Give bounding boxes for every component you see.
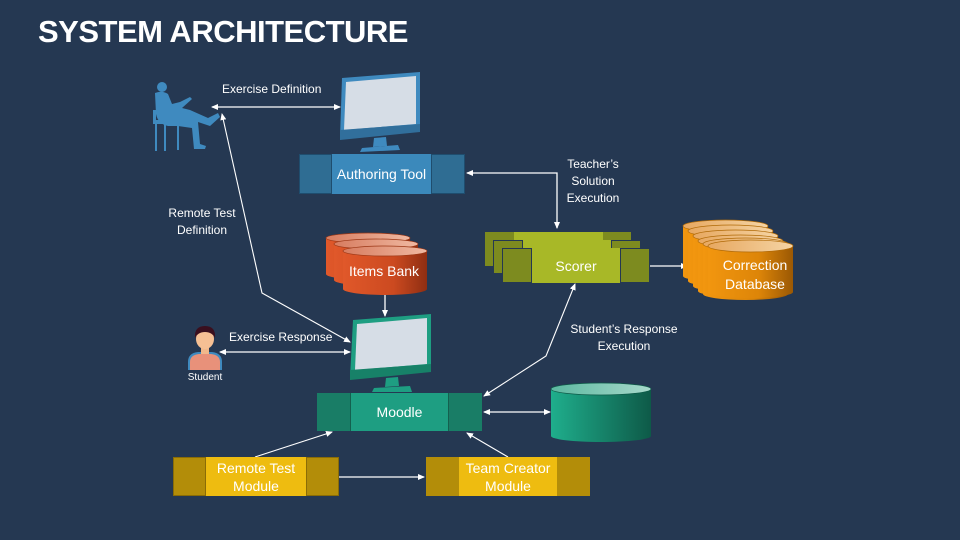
moodle-label: Moodle — [349, 393, 450, 431]
label-exercise-definition: Exercise Definition — [222, 82, 322, 96]
block-side-left — [317, 393, 350, 431]
label-line: Module — [485, 477, 531, 494]
page-title: SYSTEM ARCHITECTURE — [38, 14, 408, 49]
label-line: Correction — [722, 257, 788, 273]
items-bank-label: Items Bank — [348, 263, 420, 279]
block-side-left — [299, 154, 332, 194]
label-line: Database — [725, 276, 785, 292]
label-line: Solution — [571, 174, 615, 188]
label-line: Teacher’s — [567, 157, 619, 171]
team-creator-module-label: Team Creator Module — [459, 457, 557, 496]
block-side-right — [431, 154, 465, 194]
monitor-icon — [350, 314, 431, 392]
label-line: Definition — [176, 223, 228, 237]
arrow-students-response — [483, 283, 576, 397]
student-avatar-icon — [188, 326, 222, 370]
remote-test-module-block[interactable]: Remote Test Module — [173, 457, 339, 496]
label-line: Student’s Response — [570, 322, 678, 336]
remote-test-module-label: Remote Test Module — [206, 457, 306, 496]
label-line: Module — [233, 477, 279, 494]
block-side-left — [173, 457, 206, 496]
cylinder — [342, 245, 428, 295]
authoring-tool-block[interactable]: Authoring Tool — [299, 154, 465, 194]
label-line: Execution — [566, 191, 620, 205]
scorer-block[interactable]: Scorer — [502, 248, 650, 283]
items-bank-icon[interactable] — [323, 230, 431, 296]
scorer-label: Scorer — [532, 248, 620, 283]
seated-person-icon — [153, 82, 220, 151]
label-line: Remote Test — [168, 206, 236, 220]
block-side-right — [557, 457, 590, 496]
moodle-block[interactable]: Moodle — [317, 393, 482, 431]
student-label: Student — [187, 372, 223, 383]
label-line: Team Creator — [465, 459, 551, 476]
correction-database-icon[interactable] — [680, 216, 805, 302]
block-side-right — [620, 248, 650, 283]
arrow-remote-test-definition — [220, 113, 351, 343]
block-side-right — [306, 457, 339, 496]
block-side-left — [426, 457, 459, 496]
label-students-response: Student’s Response Execution — [560, 321, 688, 355]
label-remote-test-definition: Remote Test Definition — [160, 205, 244, 239]
label-teachers-solution: Teacher’s Solution Execution — [558, 156, 628, 207]
arrow-team-creator-to-moodle — [466, 432, 509, 458]
label-line: Execution — [597, 339, 651, 353]
block-side-right — [449, 393, 482, 431]
arrow-teachers-solution — [466, 170, 560, 229]
label-exercise-response: Exercise Response — [229, 330, 333, 344]
correction-database-label: Correction Database — [710, 256, 800, 294]
arrow-remote-test-to-moodle — [254, 430, 333, 458]
cylinder — [707, 239, 794, 298]
monitor-icon — [340, 72, 420, 152]
label-line: Remote Test — [216, 459, 296, 476]
authoring-tool-label: Authoring Tool — [332, 154, 431, 194]
database-icon[interactable] — [548, 380, 654, 446]
block-side-left — [502, 248, 532, 283]
team-creator-module-block[interactable]: Team Creator Module — [426, 457, 590, 496]
